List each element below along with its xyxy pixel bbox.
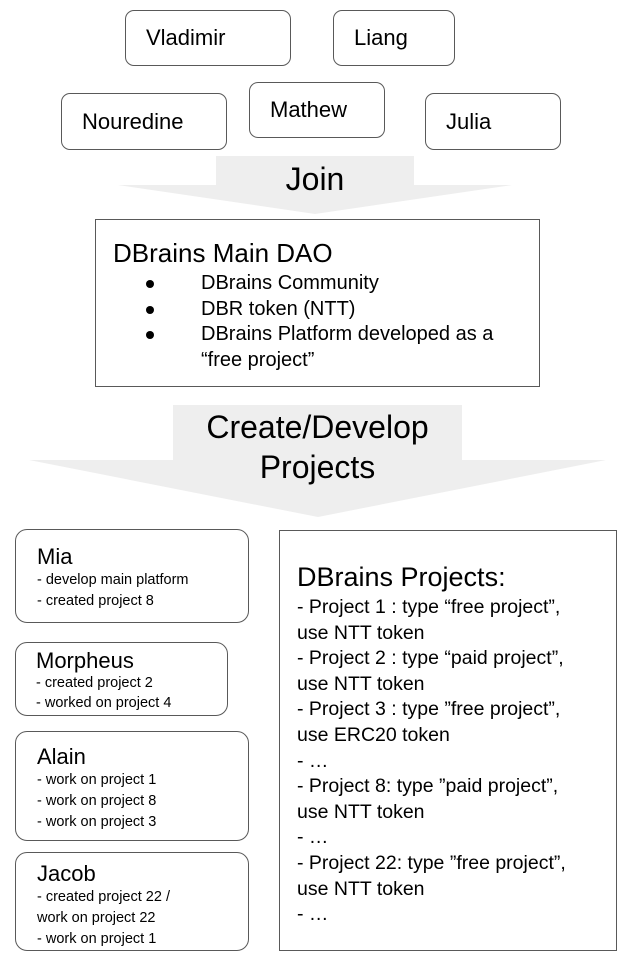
project-line: use NTT token [297,621,425,644]
member-name: Liang [354,25,408,50]
member-box-mathew: Mathew [249,82,385,138]
person-activity: - develop main platform [37,572,189,588]
member-name: Vladimir [146,25,226,50]
member-box-vladimir: Vladimir [125,10,291,66]
project-line: - Project 3 : type ”free project”, [297,698,561,721]
project-line: - … [297,749,329,772]
project-line: use NTT token [297,877,425,900]
main-dao-bullets: DBrains Community DBR token (NTT) DBrain… [96,271,531,373]
project-line: use NTT token [297,672,425,695]
project-line: - Project 22: type ”free project”, [297,851,566,874]
join-arrow-label: Join [285,161,345,197]
person-activity: work on project 22 [37,910,156,926]
develop-arrow-label: Create/Develop Projects [206,409,429,485]
project-line: - Project 1 : type “free project”, [297,596,561,618]
project-line: - … [297,826,329,849]
join-arrow-shape [118,156,512,214]
projects-list: - Project 1 : type “free project”, use N… [297,595,617,928]
bullet-dot-icon [146,280,154,288]
develop-arrow-shape [29,405,606,517]
member-name: Mathew [270,97,348,122]
person-box-alain: Alain - work on project 1 - work on proj… [15,731,249,841]
person-activity: - created project 8 [37,593,154,609]
project-line: use NTT token [297,800,425,823]
member-box-liang: Liang [333,10,455,66]
person-activity: - work on project 1 [37,931,157,947]
bullet-dot-icon [146,305,154,314]
main-dao-bullet: DBR token (NTT) [96,297,531,323]
person-name: Alain [37,744,86,769]
person-box-mia: Mia - develop main platform - created pr… [15,529,249,623]
project-line: - … [297,903,329,926]
person-activity: - work on project 3 [37,814,157,830]
person-activity: - created project 2 [36,675,153,691]
person-activity: - worked on project 4 [36,694,172,711]
main-dao-bullet: DBrains Platform developed as a “free pr… [96,322,531,373]
person-name: Jacob [37,861,96,886]
main-dao-bullet: DBrains Community [96,271,531,297]
member-box-julia: Julia [425,93,561,150]
person-activity: - created project 22 / [37,889,170,905]
main-dao-title: DBrains Main DAO [113,238,333,268]
member-box-nouredine: Nouredine [61,93,227,150]
person-activity: - work on project 1 [37,772,157,788]
member-name: Julia [446,108,492,134]
person-box-morpheus: Morpheus - created project 2 - worked on… [15,642,228,716]
projects-box: DBrains Projects: - Project 1 : type “fr… [279,530,617,951]
main-dao-box: DBrains Main DAO DBrains Community DBR t… [95,219,540,387]
project-line: use ERC20 token [297,723,450,746]
member-name: Nouredine [82,108,184,134]
person-name: Mia [37,544,73,569]
project-line: - Project 2 : type “paid project”, [297,647,564,670]
bullet-dot-icon [146,331,154,339]
person-box-jacob: Jacob - created project 22 / work on pro… [15,852,249,951]
person-activity: - work on project 8 [37,793,157,809]
projects-title: DBrains Projects: [297,562,506,592]
project-line: - Project 8: type ”paid project”, [297,775,559,798]
person-name: Morpheus [36,648,134,673]
